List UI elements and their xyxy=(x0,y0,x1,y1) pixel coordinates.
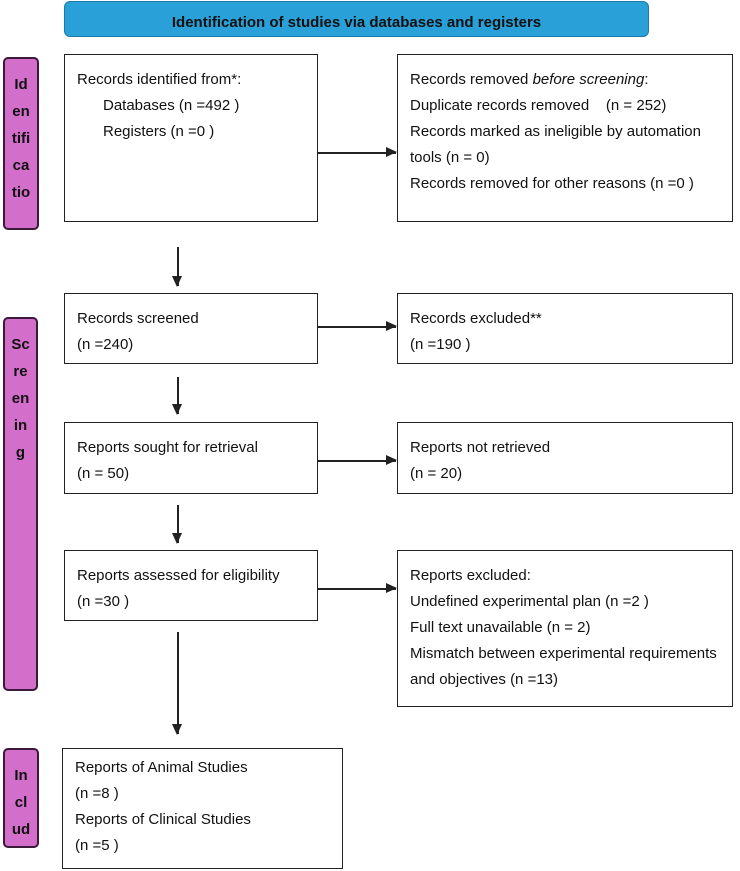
reports-excluded-box: Reports excluded: Undefined experimental… xyxy=(397,550,733,707)
phase-text: en xyxy=(11,390,30,407)
records-excluded-box: Records excluded** (n =190 ) xyxy=(397,293,733,364)
studies-included-box: Reports of Animal Studies (n =8 ) Report… xyxy=(62,748,343,869)
phase-text: tio xyxy=(11,184,31,201)
count: (n =30 ) xyxy=(77,593,130,610)
count: (n =8 ) xyxy=(75,785,119,802)
phase-text: re xyxy=(13,363,28,380)
duplicates-count: Duplicate records removed (n = 252) xyxy=(410,97,667,114)
box-title: Reports assessed for eligibility xyxy=(77,567,280,584)
exclusion-reason: Full text unavailable (n = 2) xyxy=(410,619,591,636)
count: (n = 50) xyxy=(77,465,130,482)
reports-sought-box: Reports sought for retrieval (n = 50) xyxy=(64,422,318,494)
records-screened-box: Records screened (n =240) xyxy=(64,293,318,364)
arrow-down xyxy=(173,247,181,287)
box-title: Reports excluded: xyxy=(410,567,531,584)
count: (n =190 ) xyxy=(410,336,471,353)
arrow-down xyxy=(173,377,181,415)
phase-text: Id xyxy=(14,76,28,93)
automation-count: Records marked as ineligible by automati… xyxy=(410,123,701,166)
arrow-right xyxy=(318,322,397,330)
exclusion-reason: Undefined experimental plan (n =2 ) xyxy=(410,593,649,610)
box-title: Reports sought for retrieval xyxy=(77,439,258,456)
phase-label-included: In cl ud xyxy=(3,748,39,848)
phase-text: in xyxy=(13,417,28,434)
clinical-studies-label: Reports of Clinical Studies xyxy=(75,811,251,828)
header-banner: Identification of studies via databases … xyxy=(64,1,649,37)
phase-text: tifi xyxy=(11,130,31,147)
arrow-down xyxy=(173,505,181,544)
arrow-right xyxy=(318,148,397,156)
count: (n =240) xyxy=(77,336,134,353)
box-title: Records excluded** xyxy=(410,310,542,327)
count: (n =5 ) xyxy=(75,837,119,854)
arrow-down xyxy=(173,632,181,735)
phase-label-screening: Sc re en in g xyxy=(3,317,38,691)
records-identified-box: Records identified from*: Databases (n =… xyxy=(64,54,318,222)
phase-text: ud xyxy=(11,821,31,838)
registers-count: Registers (n =0 ) xyxy=(103,123,215,140)
phase-text: g xyxy=(15,444,26,461)
exclusion-reason: Mismatch between experimental requiremen… xyxy=(410,645,717,688)
count: (n = 20) xyxy=(410,465,463,482)
records-removed-box: Records removed before screening: Duplic… xyxy=(397,54,733,222)
arrow-right xyxy=(318,456,397,464)
phase-text: ca xyxy=(12,157,30,174)
box-title: Reports not retrieved xyxy=(410,439,551,456)
animal-studies-label: Reports of Animal Studies xyxy=(75,759,248,776)
box-title: Records removed before screening: xyxy=(410,71,649,88)
reports-not-retrieved-box: Reports not retrieved (n = 20) xyxy=(397,422,733,494)
box-title: Records identified from*: xyxy=(77,71,242,88)
phase-text: cl xyxy=(14,794,28,811)
box-title: Records screened xyxy=(77,310,199,327)
arrow-right xyxy=(318,584,397,592)
phase-text: In xyxy=(14,767,28,784)
other-removed-count: Records removed for other reasons (n =0 … xyxy=(410,175,694,192)
phase-text: Sc xyxy=(11,336,30,353)
reports-assessed-box: Reports assessed for eligibility (n =30 … xyxy=(64,550,318,621)
databases-count: Databases (n =492 ) xyxy=(103,97,240,114)
phase-label-identification: Id en tifi ca tio xyxy=(3,57,39,230)
phase-text: en xyxy=(12,103,30,120)
